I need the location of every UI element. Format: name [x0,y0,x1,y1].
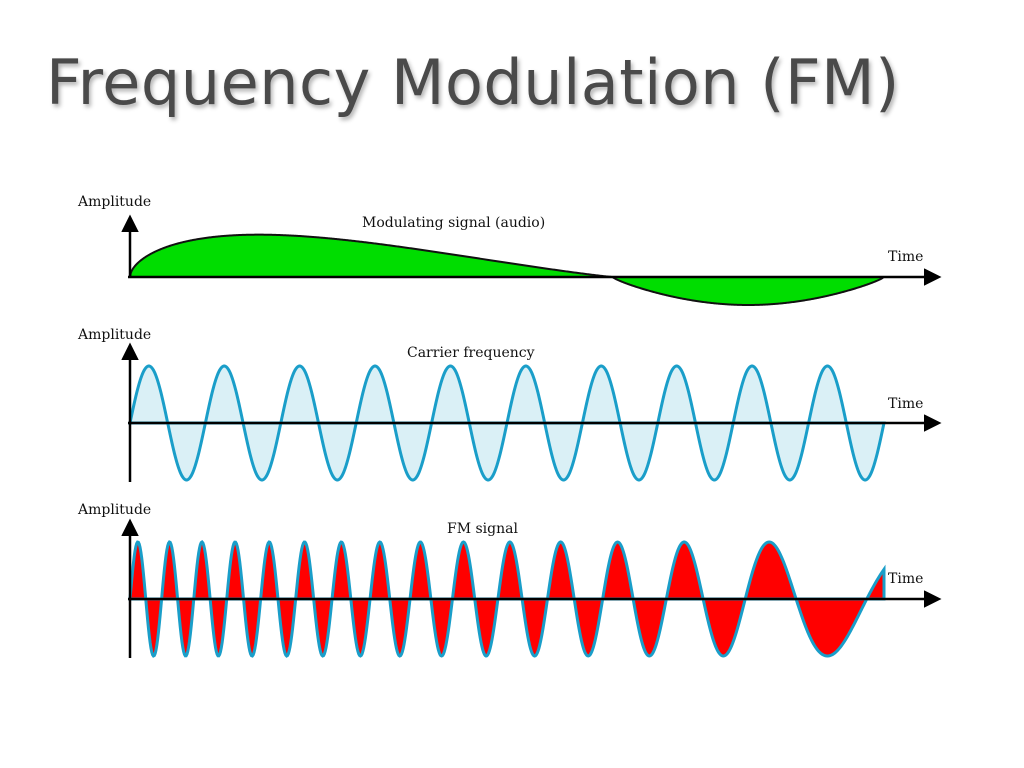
modulating-signal-panel: Amplitude Modulating signal (audio) Time [77,194,942,306]
fm-time-label: Time [888,571,923,587]
fm-signal-panel: Amplitude FM signal Time [77,502,942,658]
carrier-panel: Amplitude Carrier frequency Time [77,327,942,482]
carrier-caption: Carrier frequency [407,345,535,361]
fm-caption: FM signal [447,521,518,537]
modulating-signal-wave [129,233,884,306]
carrier-amplitude-label: Amplitude [77,327,151,343]
carrier-time-label: Time [888,396,923,412]
modulating-caption: Modulating signal (audio) [362,215,545,231]
modulating-time-label: Time [888,249,923,265]
fm-amplitude-label: Amplitude [77,502,151,518]
slide-title: Frequency Modulation (FM) [46,46,900,119]
modulating-amplitude-label: Amplitude [77,194,151,210]
